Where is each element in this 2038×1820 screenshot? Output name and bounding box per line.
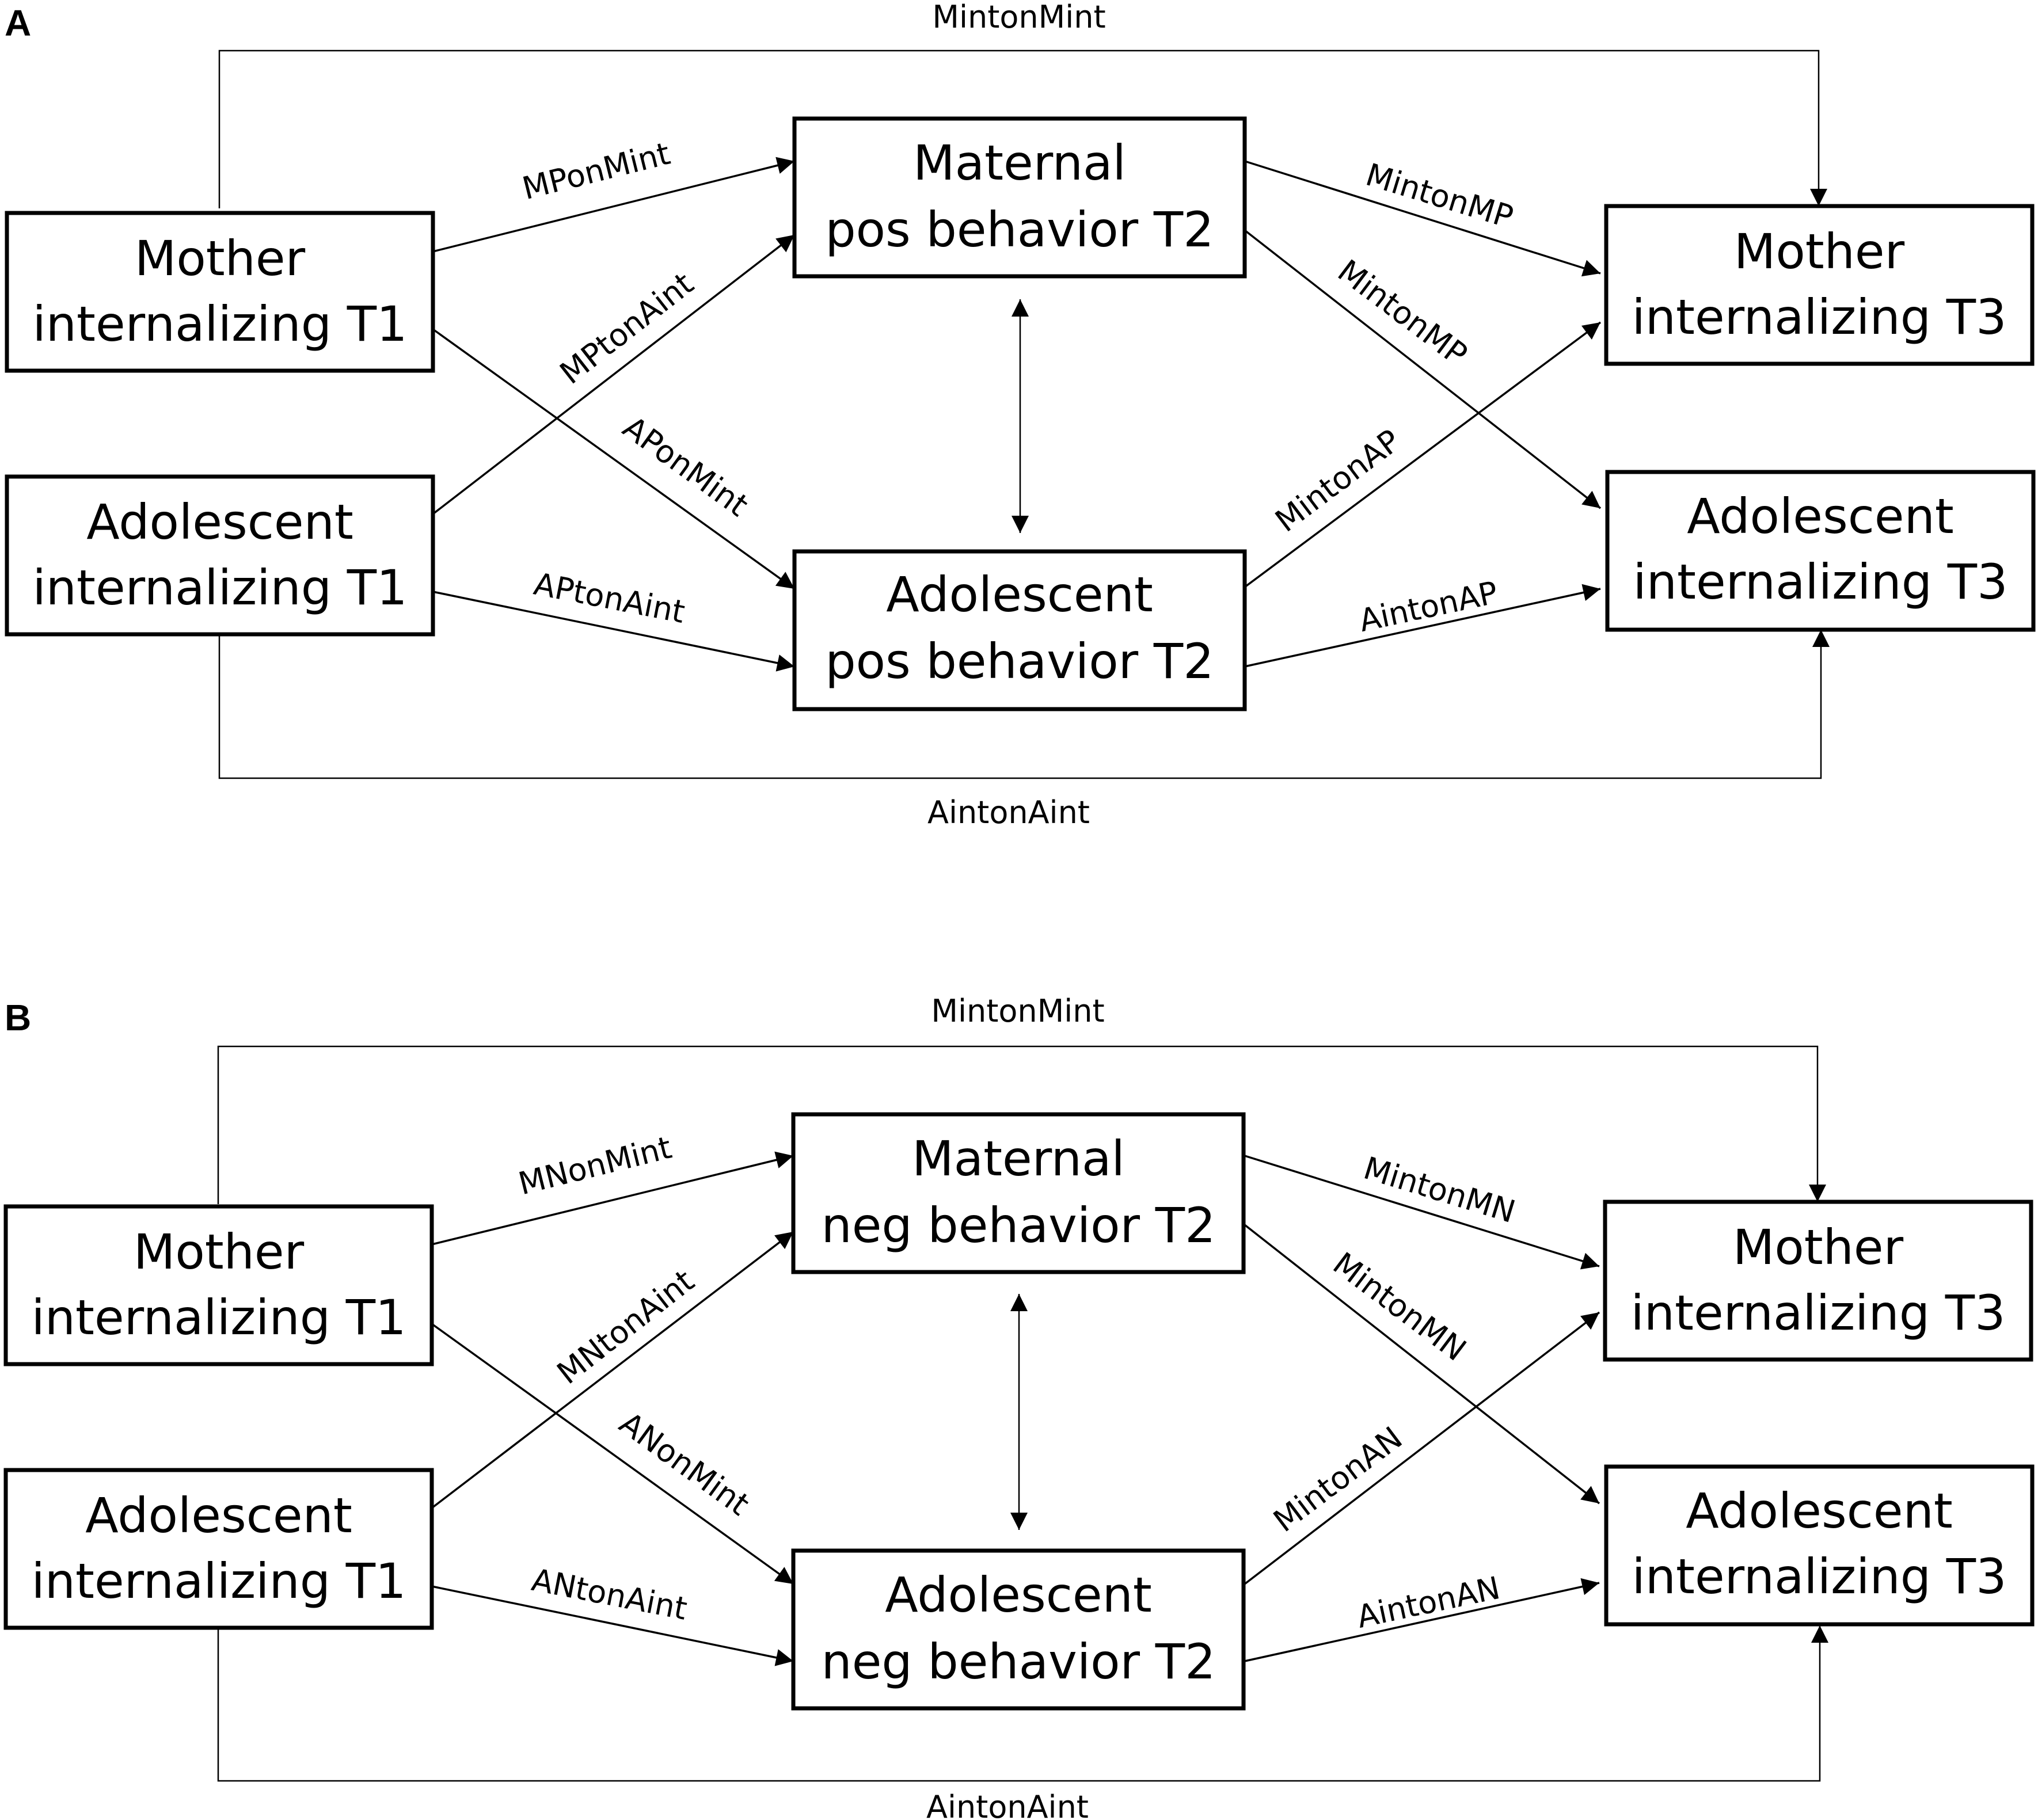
node-b-mother-t1-line2: internalizing T1 [31, 1289, 406, 1346]
node-b-adol-t1-line1: Adolescent [85, 1487, 352, 1544]
path-b-adol-t1-to-adol-t3 [217, 1625, 1828, 1782]
node-b-adol-t2: Adolescent neg behavior T2 [791, 1548, 1246, 1711]
node-a-mother-t1: Mother internalizing T1 [5, 211, 435, 373]
node-b-maternal-t2-line2: neg behavior T2 [821, 1197, 1215, 1254]
path-b-mat2-mom3 [1244, 1155, 1600, 1270]
node-a-mother-t1-line2: internalizing T1 [32, 296, 407, 352]
path-label-a-top: MintonMint [932, 0, 1105, 35]
node-a-adol-t1: Adolescent internalizing T1 [5, 474, 435, 637]
node-a-adol-t2: Adolescent pos behavior T2 [792, 549, 1247, 711]
node-a-maternal-t2-line1: Maternal [913, 135, 1126, 191]
path-a-adol2-mom3 [1244, 321, 1602, 588]
path-b-mother-t1-to-mother-t3 [217, 1045, 1826, 1204]
node-a-adol-t2-line2: pos behavior T2 [825, 633, 1214, 690]
path-a-mom1-mat2 [432, 157, 795, 253]
node-b-mother-t3-line1: Mother [1733, 1219, 1904, 1275]
node-b-adol-t1: Adolescent internalizing T1 [3, 1468, 434, 1630]
node-b-maternal-t2-line1: Maternal [912, 1130, 1125, 1187]
node-b-mother-t1: Mother internalizing T1 [3, 1204, 434, 1366]
node-a-mother-t3-line2: internalizing T3 [1632, 289, 2006, 345]
path-b-mom1-mat2 [431, 1151, 794, 1246]
node-a-adol-t1-line2: internalizing T1 [32, 559, 407, 616]
node-a-adol-t3-line1: Adolescent [1687, 488, 1954, 545]
panel-a: A MintonMint AintonAint MPonMint MPtonAi… [5, 0, 2036, 831]
path-b-adol2-adol3 [1244, 1578, 1600, 1662]
node-a-maternal-t2-line2: pos behavior T2 [825, 201, 1214, 258]
panel-b: B MintonMint AintonAint MNonMint MNtonAi… [3, 993, 2035, 1820]
node-b-adol-t2-line1: Adolescent [885, 1567, 1152, 1623]
node-a-adol-t3: Adolescent internalizing T3 [1605, 470, 2036, 632]
path-label-a-bottom: AintonAint [927, 794, 1090, 831]
node-a-mother-t3-line1: Mother [1734, 223, 1905, 280]
path-a-adol-t1-to-adol-t3 [218, 630, 1830, 779]
path-label-a-mom1-mat2: MPonMint [519, 135, 674, 207]
path-b-mom1-adol2 [431, 1323, 794, 1585]
node-b-adol-t1-line2: internalizing T1 [31, 1553, 406, 1609]
node-b-adol-t3-line2: internalizing T3 [1632, 1548, 2006, 1605]
path-a-mat2-mom3 [1244, 160, 1601, 277]
path-b-mat2-adol3 [1244, 1224, 1600, 1505]
path-a-adol2-adol3 [1244, 584, 1601, 668]
node-a-adol-t2-line1: Adolescent [886, 566, 1153, 623]
node-b-adol-t3: Adolescent internalizing T3 [1604, 1464, 2035, 1627]
node-b-mother-t3: Mother internalizing T3 [1603, 1200, 2033, 1362]
path-label-a-adol1-adol2: APtonAint [531, 566, 687, 630]
node-b-adol-t3-line1: Adolescent [1686, 1483, 1953, 1539]
path-b-adol1-mat2 [431, 1231, 794, 1509]
node-a-mother-t1-line1: Mother [135, 230, 306, 287]
node-a-maternal-t2: Maternal pos behavior T2 [792, 116, 1247, 279]
node-a-adol-t3-line2: internalizing T3 [1633, 554, 2007, 610]
path-label-a-mom1-adol2: APonMint [616, 409, 755, 524]
node-b-mother-t1-line1: Mother [134, 1224, 305, 1280]
path-label-b-adol1-adol2: ANtonAint [528, 1562, 690, 1627]
panel-b-label: B [5, 997, 31, 1038]
path-label-b-adol2-adol3: AintonAN [1353, 1570, 1503, 1635]
node-b-mother-t3-line2: internalizing T3 [1630, 1285, 2005, 1341]
path-label-b-bottom: AintonAint [926, 1789, 1089, 1820]
path-a-mom1-adol2 [432, 328, 796, 590]
path-label-a-adol2-adol3: AintonAP [1356, 574, 1501, 639]
path-label-b-adol1-mat2: MNtonAint [550, 1263, 701, 1392]
path-label-a-adol1-mat2: MPtonAint [553, 265, 700, 391]
node-a-adol-t1-line1: Adolescent [86, 494, 353, 550]
path-b-adol1-adol2 [431, 1585, 794, 1666]
path-label-b-mat2-mom3: MintonMN [1360, 1150, 1520, 1231]
node-a-mother-t3: Mother internalizing T3 [1604, 204, 2035, 366]
path-a-adol1-adol2 [432, 591, 795, 672]
path-label-b-top: MintonMint [931, 993, 1104, 1029]
path-a-adol1-mat2 [432, 234, 796, 515]
node-b-adol-t2-line2: neg behavior T2 [821, 1634, 1215, 1690]
path-b-adol2-mom3 [1244, 1311, 1600, 1585]
panel-a-label: A [5, 2, 31, 44]
path-label-b-adol2-mom3: MintonAN [1267, 1419, 1409, 1539]
node-b-maternal-t2: Maternal neg behavior T2 [791, 1112, 1246, 1274]
path-a-mother-t1-to-mother-t3 [218, 50, 1827, 208]
path-a-mat2-adol3 [1244, 229, 1602, 509]
